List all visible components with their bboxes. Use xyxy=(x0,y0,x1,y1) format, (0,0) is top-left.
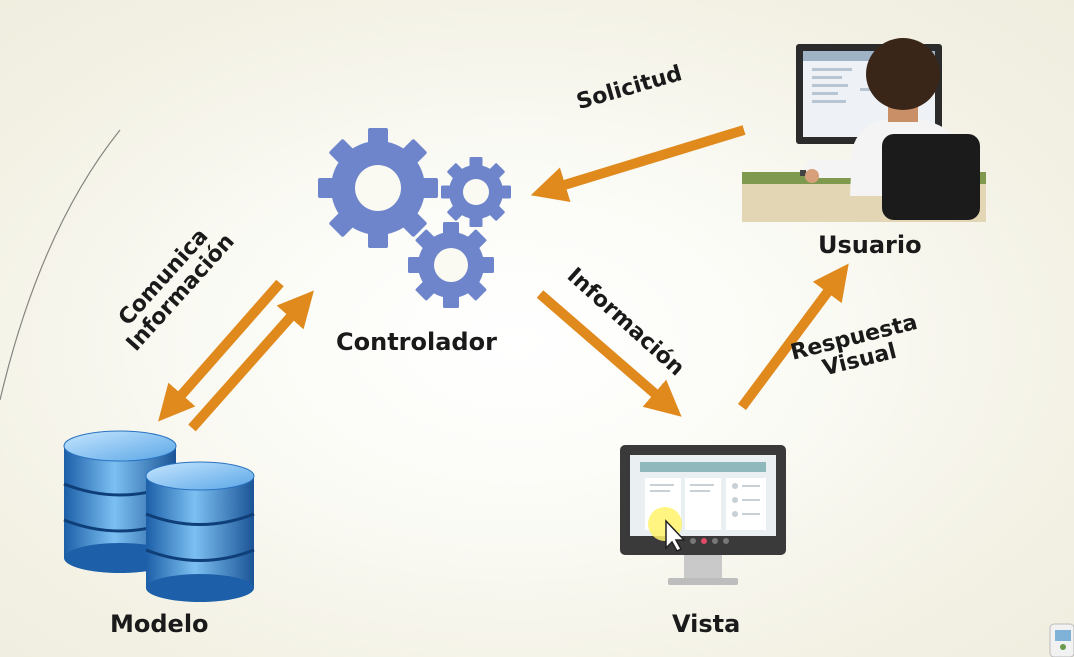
user-at-computer-icon xyxy=(742,38,986,222)
arrow-model-to-controller xyxy=(188,290,314,432)
arrow-informacion xyxy=(536,290,682,417)
database-icon xyxy=(63,430,255,602)
arrow-controller-to-model xyxy=(158,279,284,422)
monitor-icon xyxy=(620,445,786,585)
corner-logo-icon xyxy=(1049,623,1074,657)
label-vista: Vista xyxy=(672,610,741,638)
arrow-solicitud xyxy=(530,125,746,202)
label-controlador: Controlador xyxy=(336,328,497,356)
arrow-respuesta-visual xyxy=(737,263,849,410)
label-modelo: Modelo xyxy=(110,610,209,638)
decorative-curve xyxy=(0,129,121,401)
gears-icon xyxy=(318,128,511,308)
label-usuario: Usuario xyxy=(818,231,922,259)
